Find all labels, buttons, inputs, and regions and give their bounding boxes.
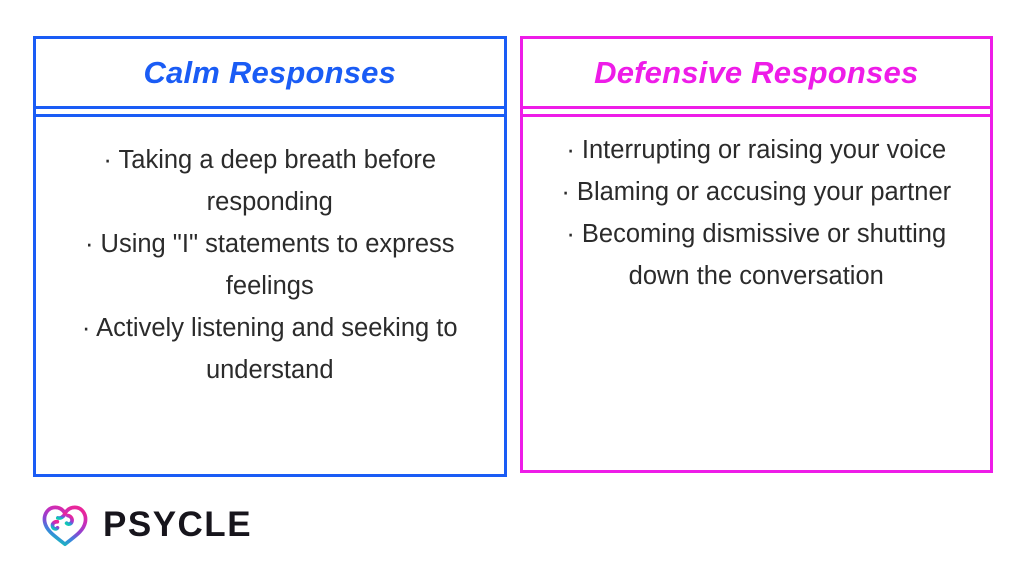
comparison-column-defensive: Defensive Responses · Interrupting or ra… [519, 36, 993, 473]
bullet-list-calm: · Taking a deep breath before responding… [48, 139, 492, 391]
column-body-calm: · Taking a deep breath before responding… [36, 117, 504, 474]
column-header-defensive: Defensive Responses [522, 39, 990, 109]
list-item: · Actively listening and seeking to unde… [81, 314, 458, 384]
list-item: · Taking a deep breath before responding [103, 146, 437, 216]
list-item: · Interrupting or raising your voice [566, 136, 947, 164]
column-body-defensive: · Interrupting or raising your voice · B… [523, 117, 991, 470]
comparison-table: Calm Responses · Taking a deep breath be… [33, 36, 993, 478]
list-item: · Using "I" statements to express feelin… [84, 230, 455, 300]
list-item: · Becoming dismissive or shutting down t… [566, 220, 947, 290]
comparison-column-calm: Calm Responses · Taking a deep breath be… [33, 36, 507, 477]
column-title-defensive: Defensive Responses [594, 54, 919, 90]
bullet-list-defensive: · Interrupting or raising your voice · B… [535, 129, 979, 297]
list-item: · Blaming or accusing your partner [561, 178, 952, 206]
brand-wordmark: PSYCLE [103, 504, 253, 544]
column-header-calm: Calm Responses [36, 39, 504, 109]
brand-logo: PSYCLE [38, 497, 252, 551]
header-divider-defensive [522, 109, 990, 117]
column-title-calm: Calm Responses [143, 54, 397, 90]
header-divider-calm [36, 109, 504, 117]
psycle-brain-heart-icon [38, 497, 92, 551]
